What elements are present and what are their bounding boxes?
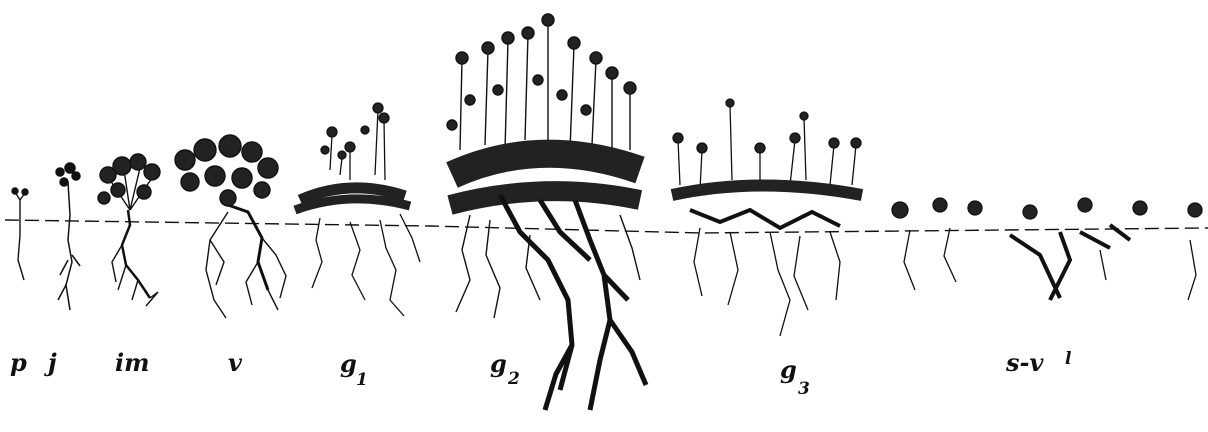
stage-label-sv-sup: l: [1065, 349, 1072, 369]
stage-label-g3: g: [780, 355, 797, 384]
stage-label-sv: s-v: [1005, 348, 1044, 377]
stage-label-g1-sub: 1: [356, 370, 368, 390]
plant-g2: [447, 14, 646, 410]
plant-v: [175, 135, 286, 318]
plant-g3: [672, 99, 862, 336]
stage-label-g2-sub: 2: [507, 369, 520, 389]
plant-g1: [295, 103, 420, 316]
stage-label-im: im: [115, 348, 150, 377]
stage-label-g2: g: [490, 349, 507, 378]
stage-label-g3-sub: 3: [798, 379, 810, 399]
plant-j: [56, 163, 80, 310]
stage-label-v: v: [228, 348, 243, 377]
plant-sv: [892, 198, 1202, 300]
stage-label-j: j: [44, 348, 57, 377]
ground-line: [5, 220, 1208, 233]
plant-p: [12, 188, 28, 280]
stage-label-p: p: [10, 348, 27, 377]
plant-im: [98, 154, 160, 306]
stage-label-g1: g: [340, 349, 357, 378]
